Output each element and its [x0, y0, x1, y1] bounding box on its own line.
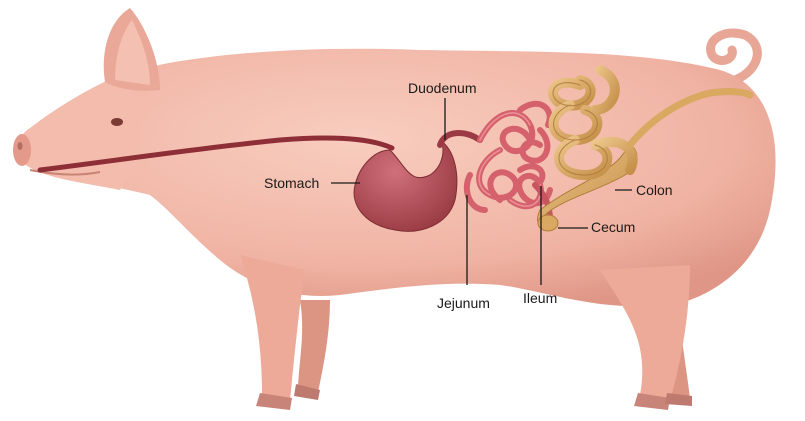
- colon-label: Colon: [636, 182, 673, 198]
- duodenum-label: Duodenum: [408, 80, 477, 96]
- pig-eye: [111, 118, 123, 126]
- near-front-leg: [240, 255, 305, 400]
- pig-snout: [13, 134, 31, 166]
- cecum-label: Cecum: [591, 219, 635, 235]
- far-front-leg: [298, 300, 330, 392]
- jejunum-label: Jejunum: [437, 295, 490, 311]
- pig-head: [18, 75, 139, 190]
- nostril: [18, 142, 23, 150]
- ileum-label: Ileum: [523, 290, 557, 306]
- stomach-label: Stomach: [264, 175, 319, 191]
